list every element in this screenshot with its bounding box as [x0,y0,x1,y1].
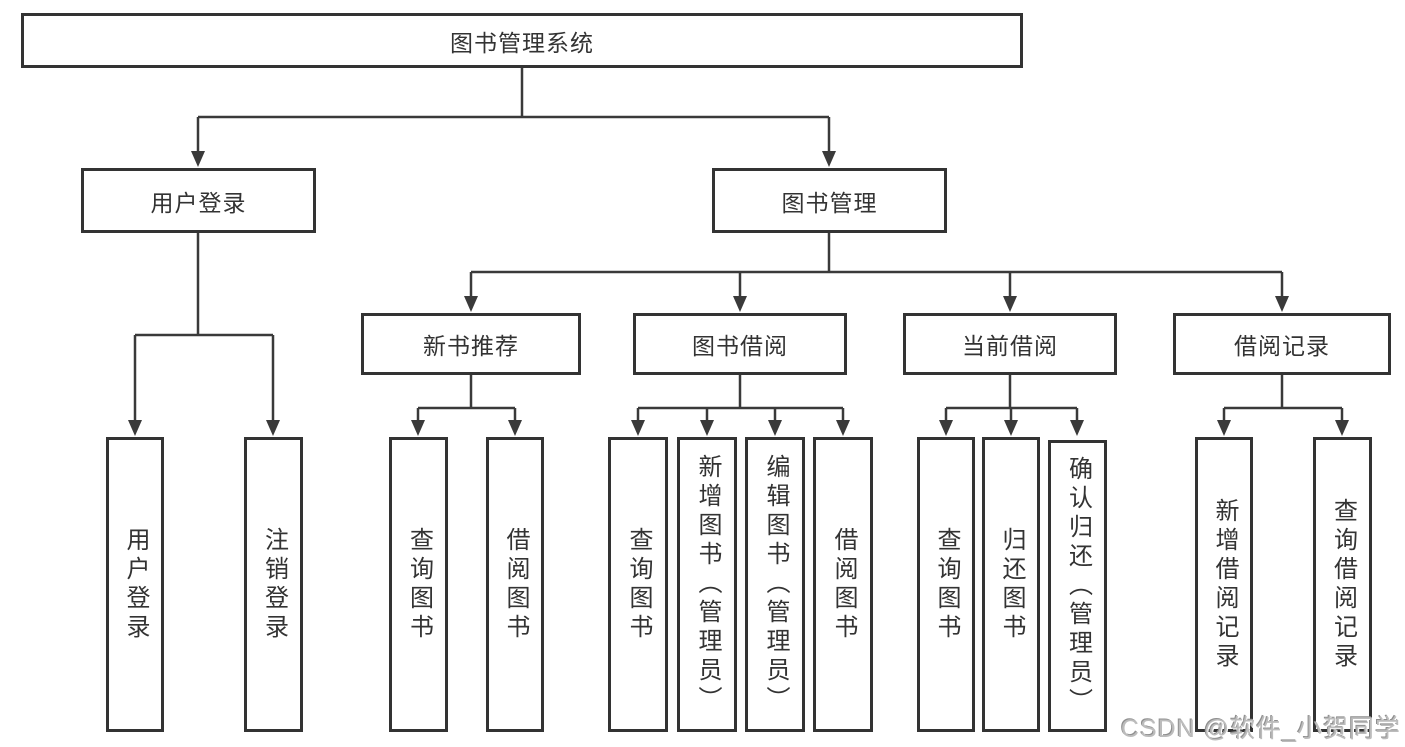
node-leaf-borrow-book-1: 借阅图书 [486,437,544,732]
tree-edges [133,68,1344,429]
node-root-system: 图书管理系统 [21,13,1023,68]
leaf-label: 用户登录 [122,526,149,643]
leaf-label: 归还图书 [998,526,1025,643]
node-leaf-edit-book-admin: 编辑图书（管理员） [745,437,805,732]
leaf-label: 借阅图书 [502,526,529,643]
node-section-book-borrow: 图书借阅 [633,313,847,375]
node-leaf-return-book: 归还图书 [982,437,1040,732]
leaf-label: 查询图书 [625,526,652,643]
leaf-label: 注销登录 [260,526,288,643]
node-leaf-add-book-admin: 新增图书（管理员） [677,437,737,732]
node-leaf-add-borrow-record: 新增借阅记录 [1195,437,1253,732]
node-leaf-query-book-1: 查询图书 [389,437,448,732]
leaf-label: 新增借阅记录 [1211,497,1238,672]
node-leaf-query-borrow-record: 查询借阅记录 [1313,437,1372,732]
leaf-label: 借阅图书 [830,526,857,643]
node-leaf-user-login: 用户登录 [106,437,164,732]
node-section-new-book-recommend: 新书推荐 [361,313,581,375]
leaf-label: 确认归还（管理员） [1064,455,1092,717]
node-leaf-borrow-book-2: 借阅图书 [813,437,873,732]
leaf-label: 查询图书 [405,526,433,643]
node-book-management-branch: 图书管理 [712,168,947,233]
leaf-label: 查询借阅记录 [1329,497,1357,672]
node-section-borrow-records: 借阅记录 [1173,313,1391,375]
leaf-label: 新增图书（管理员） [694,454,721,715]
node-leaf-logout: 注销登录 [244,437,303,732]
arrowhead-icons [128,151,1349,436]
node-leaf-query-book-3: 查询图书 [917,437,975,732]
node-leaf-query-book-2: 查询图书 [608,437,668,732]
leaf-label: 编辑图书（管理员） [762,454,789,715]
node-leaf-confirm-return-admin: 确认归还（管理员） [1048,440,1107,732]
leaf-label: 查询图书 [933,526,960,643]
node-section-current-borrow: 当前借阅 [903,313,1117,375]
node-user-login-branch: 用户登录 [81,168,316,233]
